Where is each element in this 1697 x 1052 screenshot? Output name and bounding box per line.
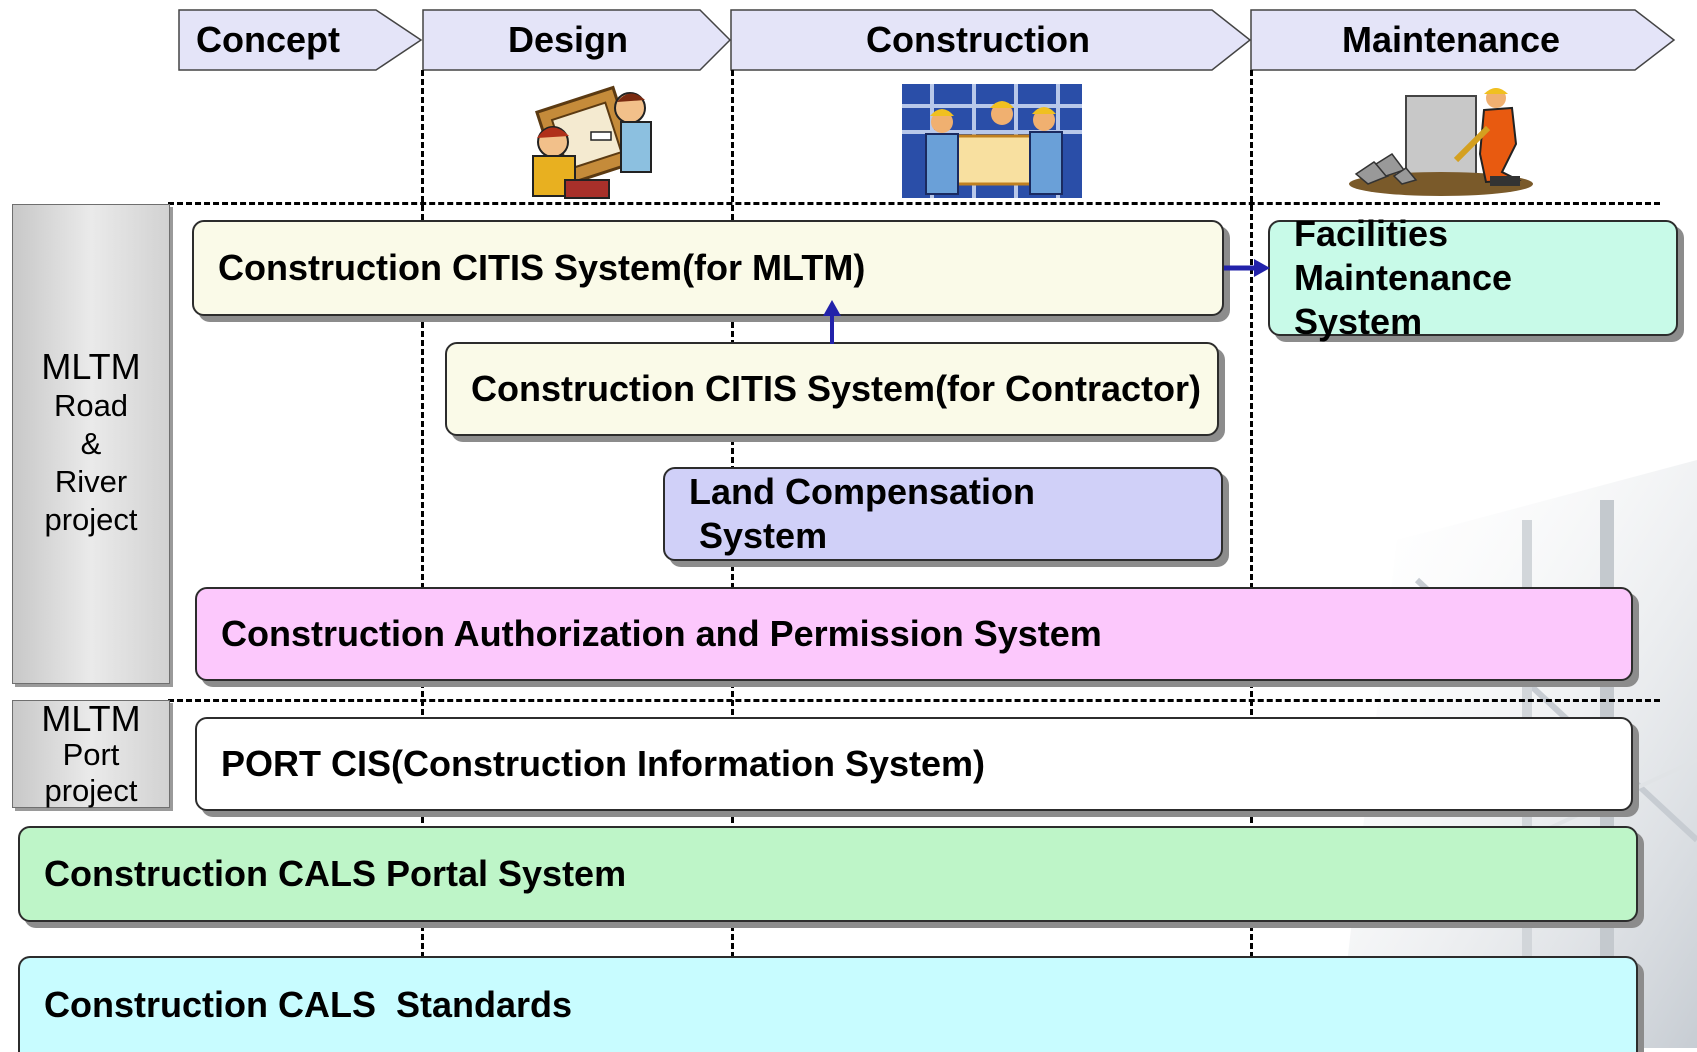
port-project-label: MLTM Port project [12,700,170,808]
road-river-project-label: MLTM Road & River project [12,204,170,684]
group-label-line: project [44,773,138,808]
cals-standards: Construction CALS Standards [18,956,1638,1052]
arrow-contractor-to-mltm [823,300,841,344]
phase-boundary-line [1250,70,1253,958]
section-separator-line [168,202,1660,205]
arrow-to-facilities [1224,259,1270,277]
phase-label: Maintenance [1342,19,1561,60]
phase-label: Design [508,19,629,60]
group-label-line: project [44,502,138,537]
design-team-clipart [532,85,652,199]
system-label: Construction CALS Standards [44,984,573,1025]
phase-label: Construction [866,19,1090,60]
phase-maintenance: Maintenance [1250,9,1676,71]
group-label-line: River [54,464,128,499]
group-label-line: & [80,426,102,461]
system-label: Facilities Maintenance [1294,213,1513,298]
system-label: System [699,515,828,556]
group-label-line: Port [62,737,120,772]
system-label: Construction CITIS System(for MLTM) [218,247,866,288]
construction-workers-clipart [902,84,1082,198]
group-label-line: MLTM [41,346,141,387]
maintenance-worker-clipart [1349,88,1533,196]
phase-label: Concept [196,19,340,60]
facilities-maintenance-system: Facilities Maintenance System [1268,213,1678,342]
phase-design: Design [422,9,732,71]
port-cis-system: PORT CIS(Construction Information System… [195,717,1633,811]
cals-portal-system: Construction CALS Portal System [18,826,1638,922]
phase-boundary-line [421,70,424,958]
system-label: Construction CALS Portal System [44,853,627,894]
system-label: System [1294,301,1423,342]
system-label: Land Compensation [689,471,1036,512]
group-label-line: Road [53,388,129,423]
phase-construction: Construction [730,9,1252,71]
land-compensation-system: Land Compensation System [663,467,1223,561]
system-label: Construction CITIS System(for Contractor… [471,368,1202,409]
citis-contractor-system: Construction CITIS System(for Contractor… [445,342,1219,436]
system-label: Construction Authorization and Permissio… [221,613,1102,654]
citis-mltm-system: Construction CITIS System(for MLTM) [192,220,1224,316]
group-label-line: MLTM [41,698,141,739]
section-separator-line [168,699,1660,702]
authorization-permission-system: Construction Authorization and Permissio… [195,587,1633,681]
system-label: PORT CIS(Construction Information System… [221,743,986,784]
phase-concept: Concept [178,9,423,71]
